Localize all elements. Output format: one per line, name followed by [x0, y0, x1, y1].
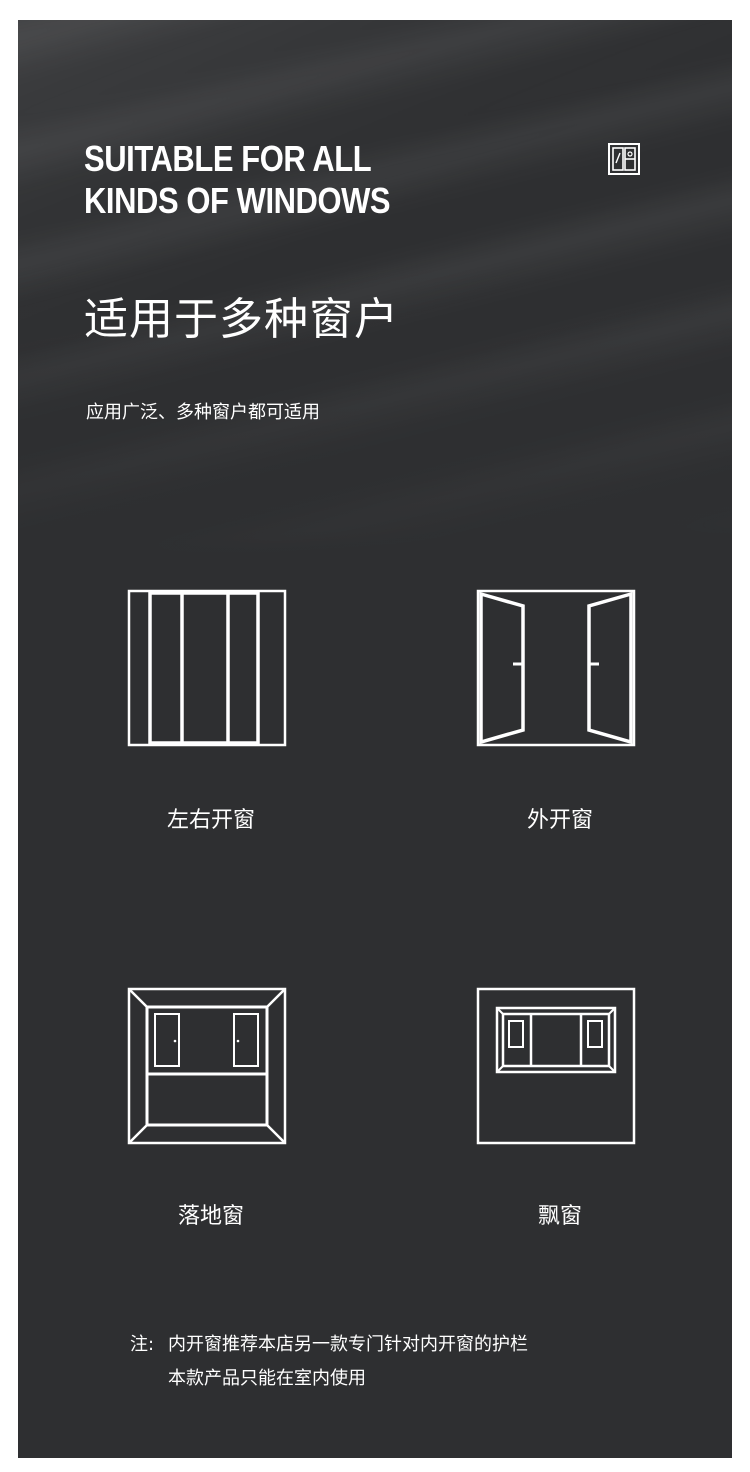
note-text-2: 本款产品只能在室内使用	[168, 1368, 366, 1389]
note-text-1: 内开窗推荐本店另一款专门针对内开窗的护栏	[168, 1334, 528, 1355]
casement-window-icon	[476, 589, 636, 747]
chinese-title: 适用于多种窗户	[84, 294, 399, 345]
note-block: 注: 内开窗推荐本店另一款专门针对内开窗的护栏 本款产品只能在室内使用	[130, 1328, 528, 1396]
window-type-floor: 落地窗	[126, 986, 296, 1229]
english-title-line-2: KINDS OF WINDOWS	[84, 180, 391, 221]
bay-window-icon	[476, 987, 636, 1145]
floor-window-icon	[127, 987, 287, 1145]
note-line-1: 注: 内开窗推荐本店另一款专门针对内开窗的护栏	[130, 1328, 528, 1362]
light-shadow-overlay	[18, 20, 732, 558]
window-type-label: 落地窗	[177, 1204, 244, 1229]
window-type-label: 左右开窗	[166, 808, 255, 833]
note-prefix: 注:	[130, 1334, 155, 1355]
note-line-2: 本款产品只能在室内使用	[130, 1362, 528, 1396]
window-logo-icon	[608, 143, 640, 175]
english-title-line-1: SUITABLE FOR ALL	[84, 138, 372, 179]
window-type-label: 飘窗	[537, 1204, 582, 1229]
window-type-bay: 飘窗	[475, 986, 645, 1229]
subtitle: 应用广泛、多种窗户都可适用	[86, 402, 320, 423]
sliding-window-icon	[127, 589, 287, 747]
hero-panel: SUITABLE FOR ALL KINDS OF WINDOWS 适用于多种窗…	[18, 20, 732, 1458]
window-type-sliding: 左右开窗	[126, 588, 296, 833]
window-type-casement: 外开窗	[475, 588, 645, 833]
english-title: SUITABLE FOR ALL KINDS OF WINDOWS	[84, 138, 445, 222]
window-type-label: 外开窗	[526, 808, 593, 833]
